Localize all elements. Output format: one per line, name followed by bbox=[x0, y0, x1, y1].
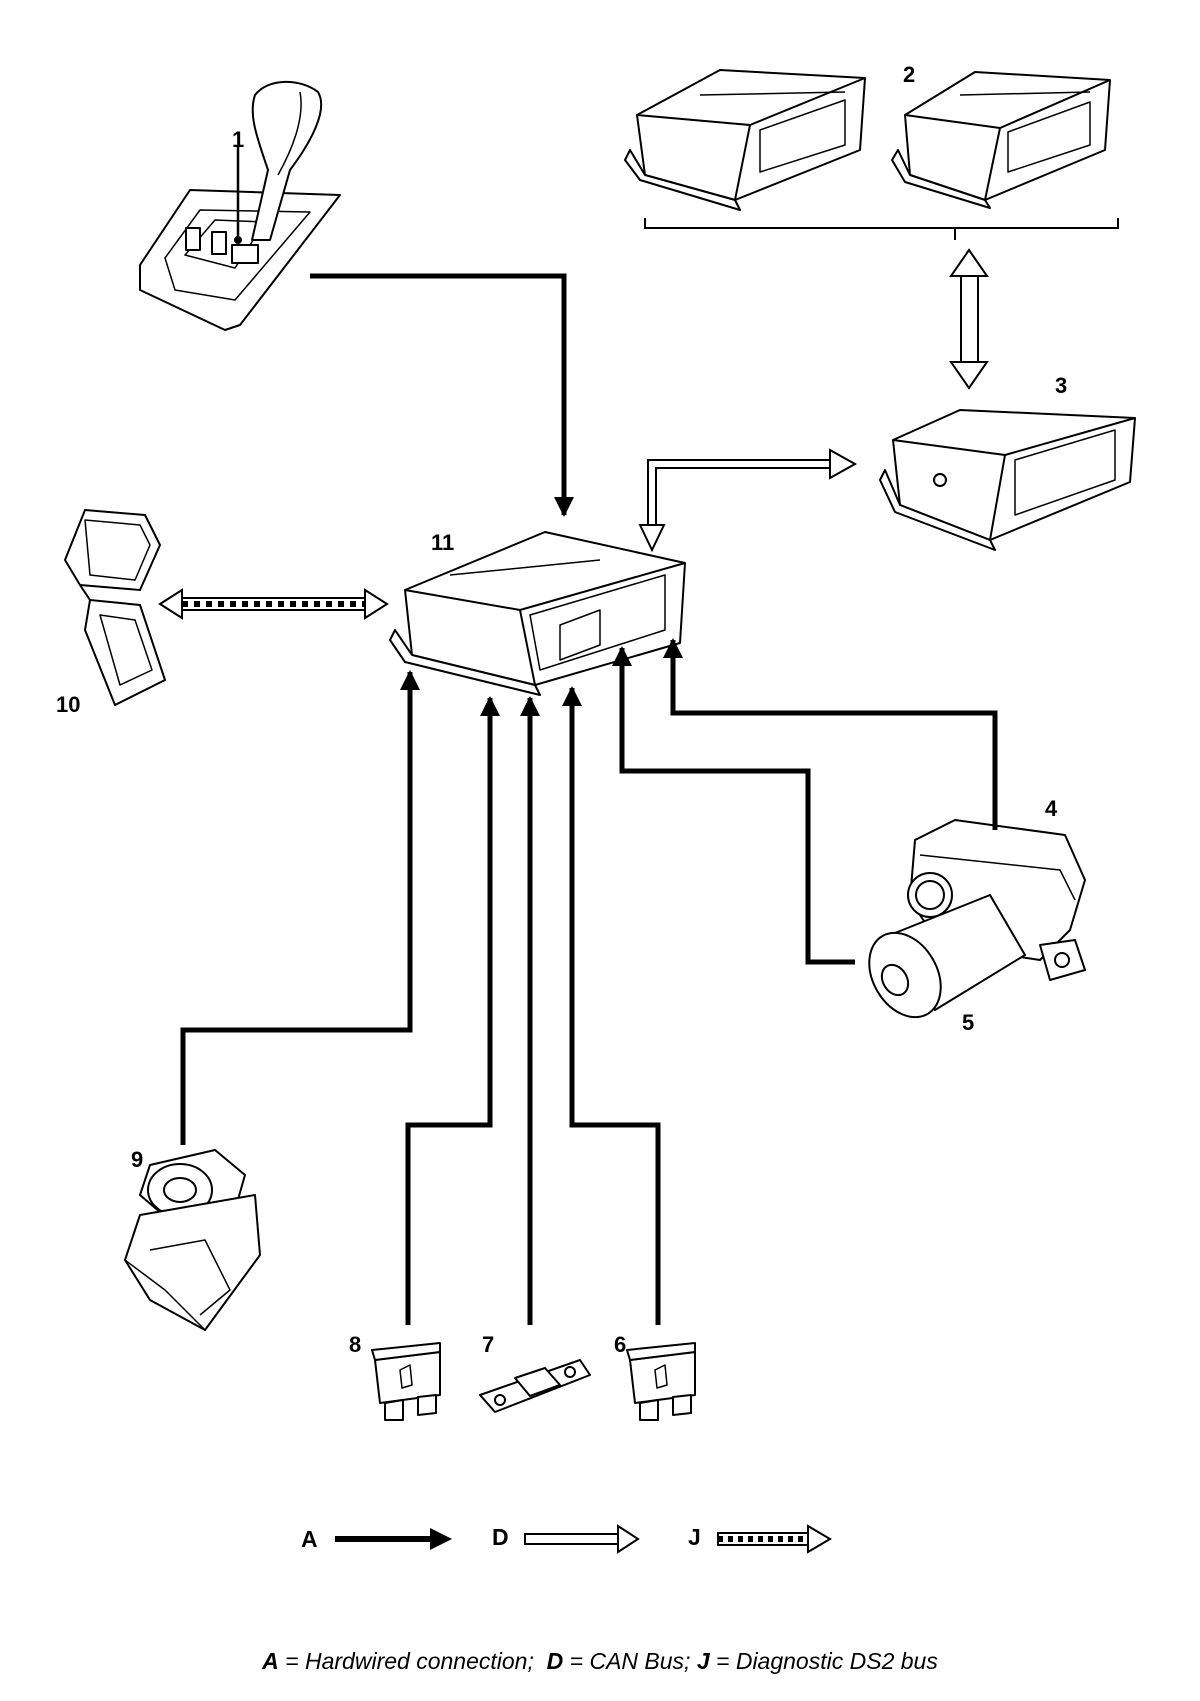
diagnostic-bus-connection bbox=[158, 588, 389, 620]
fuse-6 bbox=[626, 1342, 696, 1421]
wire-fuse8-to-tcm bbox=[405, 696, 500, 1325]
callout-4: 4 bbox=[1045, 796, 1058, 821]
callout-1: 1 bbox=[232, 127, 245, 152]
callout-2: 2 bbox=[903, 62, 916, 87]
legend-can-bus-arrow bbox=[524, 1524, 640, 1554]
fusible-link-7 bbox=[479, 1359, 591, 1413]
caption-key-d: D bbox=[546, 1648, 564, 1674]
caption-text-a: = Hardwired connection; bbox=[278, 1648, 534, 1674]
legend-diagnostic-bus-arrow bbox=[717, 1524, 832, 1554]
diagnostic-connector bbox=[64, 509, 166, 706]
wire-motor-to-tcm bbox=[612, 646, 855, 965]
transfer-box-control-module bbox=[389, 531, 686, 696]
legend-letter-d: D bbox=[492, 1524, 509, 1550]
can-bus-modules-to-ecm bbox=[960, 265, 979, 371]
callout-7: 7 bbox=[482, 1332, 495, 1357]
can-bus-tcm-to-ecm bbox=[647, 459, 831, 529]
module-group-bracket bbox=[644, 218, 1119, 229]
can-bus-connections bbox=[638, 248, 989, 553]
callout-10: 10 bbox=[56, 692, 81, 717]
wire-selector-to-tcm bbox=[310, 273, 574, 517]
legend-letter-a: A bbox=[301, 1526, 318, 1552]
caption-text-d: = CAN Bus; bbox=[563, 1648, 691, 1674]
ignition-switch bbox=[124, 1149, 261, 1331]
callout-11: 11 bbox=[431, 530, 455, 555]
callout-9: 9 bbox=[131, 1147, 144, 1172]
legend-caption: A = Hardwired connection; D = CAN Bus; J… bbox=[0, 1648, 1200, 1675]
transfer-box-motor bbox=[868, 894, 1026, 1019]
caption-key-j: J bbox=[696, 1648, 710, 1674]
gear-selector-lever bbox=[139, 80, 341, 331]
wire-ignition-to-tcm bbox=[180, 670, 420, 1145]
legend-hardwired-arrow bbox=[335, 1528, 452, 1550]
callout-8: 8 bbox=[349, 1332, 362, 1357]
hardwired-connections bbox=[180, 273, 998, 1325]
caption-text-j: = Diagnostic DS2 bus bbox=[709, 1648, 938, 1674]
callout-5: 5 bbox=[962, 1010, 975, 1035]
engine-control-module bbox=[879, 409, 1136, 551]
callout-3: 3 bbox=[1055, 373, 1068, 398]
callout-6: 6 bbox=[614, 1332, 627, 1357]
control-module-pair bbox=[624, 69, 1111, 211]
caption-key-a: A bbox=[262, 1648, 279, 1674]
wire-fuse6-to-tcm bbox=[562, 686, 661, 1325]
legend-letter-j: J bbox=[688, 1524, 701, 1550]
wire-actuator-to-tcm bbox=[663, 638, 998, 830]
fuse-8 bbox=[371, 1342, 441, 1421]
